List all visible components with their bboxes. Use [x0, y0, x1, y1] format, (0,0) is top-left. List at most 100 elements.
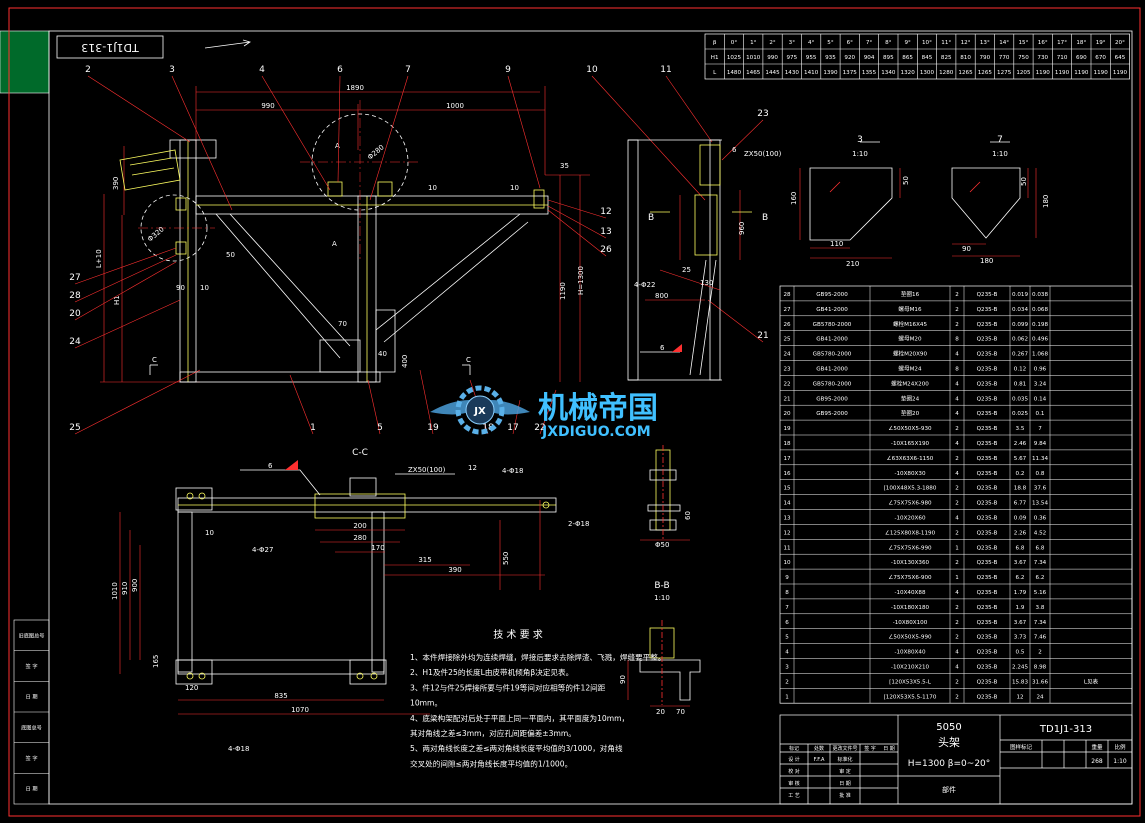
bom-cell: 螺母M16 — [898, 305, 922, 313]
angle-table-cell: 690 — [1076, 55, 1087, 61]
tech-line: 5、两对角线长度之差≤两对角线长度平均值的3/1000，对角线 — [410, 743, 623, 753]
dim-550: 550 — [502, 552, 510, 565]
bom-cell: 垫圈20 — [901, 409, 920, 417]
balloon-label: 10 — [586, 65, 598, 75]
dim-phi320: Φ320 — [146, 225, 166, 243]
bom-cell: 21 — [783, 396, 791, 402]
bom-cell: Q235-B — [977, 486, 998, 492]
leader-arrow-icon — [204, 39, 251, 49]
bom-cell: Q235-B — [977, 307, 998, 313]
bom-cell: GB5780-2000 — [813, 381, 852, 387]
tech-line: 3、件12与件25焊接所要与件19等间对应相等的件12间距 — [410, 682, 606, 692]
balloon-label: 22 — [534, 423, 545, 433]
bom-cell: 4 — [955, 441, 959, 447]
bom-cell: 37.6 — [1034, 486, 1047, 492]
angle-table-cell: 1355 — [862, 70, 877, 76]
angle-table-cell: 1190 — [1055, 70, 1070, 76]
bom-cell: ∠50X50X5-930 — [888, 425, 932, 432]
angle-table-cell: 4° — [808, 40, 815, 46]
bom-cell: -10X130X360 — [891, 560, 930, 566]
angle-table-cell: 13° — [980, 40, 990, 46]
weld-6-plan: 6 — [268, 462, 273, 470]
detail-7 — [951, 141, 1037, 257]
bom-cell: 2 — [1038, 650, 1042, 656]
bom-cell: 4 — [955, 352, 959, 358]
bom-cell: 3.24 — [1034, 381, 1047, 387]
bom-cell: ∠75X75X6-900 — [888, 574, 932, 581]
bom-cell: Q235-B — [977, 545, 998, 551]
detail-7-scale: 1:10 — [992, 150, 1008, 158]
bom-cell: GB41-2000 — [816, 367, 848, 373]
balloon-label: 27 — [69, 273, 80, 283]
bom-cell: 24 — [783, 352, 791, 358]
detail-3-labels: 3 1:10 110 210 160 50 — [790, 135, 910, 268]
corner-marker — [0, 30, 50, 94]
bom-cell: -10X80X100 — [893, 620, 928, 626]
bom-cell: Q235-B — [977, 665, 998, 671]
tech-line: 4、底梁构架配对后处于平面上同一平面内，其平面度为10mm， — [410, 713, 629, 723]
angle-table-cell: 1300 — [920, 70, 935, 76]
detail-3-dim-160: 160 — [790, 192, 798, 205]
dim-40: 40 — [378, 350, 387, 358]
bom-cell: 6.8 — [1016, 545, 1025, 551]
bom-cell: 6.2 — [1036, 575, 1045, 581]
angle-table-cell: 11° — [941, 40, 951, 46]
angle-table-cell: 895 — [883, 55, 894, 61]
bom-cell: 0.198 — [1032, 322, 1048, 328]
title-row-process: 工 艺 — [788, 793, 800, 799]
bom-cell: GB5780-2000 — [813, 352, 852, 358]
bom-cell: 7.34 — [1034, 620, 1047, 626]
detail-3-dim-210: 210 — [846, 260, 859, 268]
bom-cell: 0.034 — [1012, 307, 1028, 313]
dim-10b: 10 — [510, 184, 519, 192]
angle-table-cell: 0° — [731, 40, 738, 46]
bom-cell: 8 — [955, 367, 959, 373]
balloon-label: 5 — [377, 423, 383, 433]
title-code: 5050 — [936, 722, 961, 733]
side-table-cell: 日 期 — [25, 786, 37, 793]
bom-cell: 12 — [1016, 694, 1023, 700]
detail-3-dim-50: 50 — [902, 176, 910, 185]
dim-910: 910 — [121, 582, 129, 595]
angle-table-cell: 1320 — [901, 70, 916, 76]
bom-cell: Q235-B — [977, 441, 998, 447]
dim-165: 165 — [152, 655, 160, 668]
angle-table-cell: 8° — [885, 40, 892, 46]
angle-table-cell: 645 — [1115, 55, 1126, 61]
gear-icon — [455, 385, 505, 435]
section-b-left: B — [648, 213, 654, 223]
bom-cell: 3.8 — [1036, 605, 1045, 611]
bom-cell: Q235-B — [977, 620, 998, 626]
bom-cell: 螺母M24 — [898, 365, 922, 373]
bom-cell: 0.496 — [1032, 337, 1048, 343]
bom-cell: Q235-B — [977, 679, 998, 685]
angle-table-cell: 5° — [827, 40, 834, 46]
side-table-cell: 旧底图总号 — [19, 631, 45, 639]
angle-table-cell: 920 — [844, 55, 855, 61]
bom-cell: Q235-B — [977, 381, 998, 387]
bom-cell: Q235-B — [977, 456, 998, 462]
view-cc-title: C-C — [352, 448, 368, 458]
title-scale: 1:10 — [1113, 758, 1127, 765]
angle-table-cell: 2° — [769, 40, 776, 46]
angle-table-cell: 1465 — [746, 70, 761, 76]
dim-835: 835 — [274, 692, 287, 700]
bom-cell: 8.98 — [1034, 665, 1047, 671]
bom-cell: ∠63X63X6-1150 — [887, 455, 934, 462]
dim-130: 130 — [700, 279, 713, 287]
bom-cell: 螺栓M16X45 — [893, 320, 928, 328]
angle-table-cell: 1190 — [1074, 70, 1089, 76]
dim-2-phi18: 2-Φ18 — [568, 520, 589, 528]
balloon-label: 1 — [310, 423, 316, 433]
angle-table-cell: 810 — [960, 55, 971, 61]
bom-cell: 0.068 — [1032, 307, 1048, 313]
bom-cell: 11 — [783, 545, 791, 551]
bom-cell: 23 — [783, 367, 791, 373]
bom-cell: Q235-B — [977, 650, 998, 656]
bom-cell: 3.67 — [1014, 620, 1027, 626]
title-label-scale: 比例 — [1114, 743, 1126, 751]
bom-cell: 0.8 — [1036, 471, 1045, 477]
dim-60: 60 — [684, 511, 692, 520]
